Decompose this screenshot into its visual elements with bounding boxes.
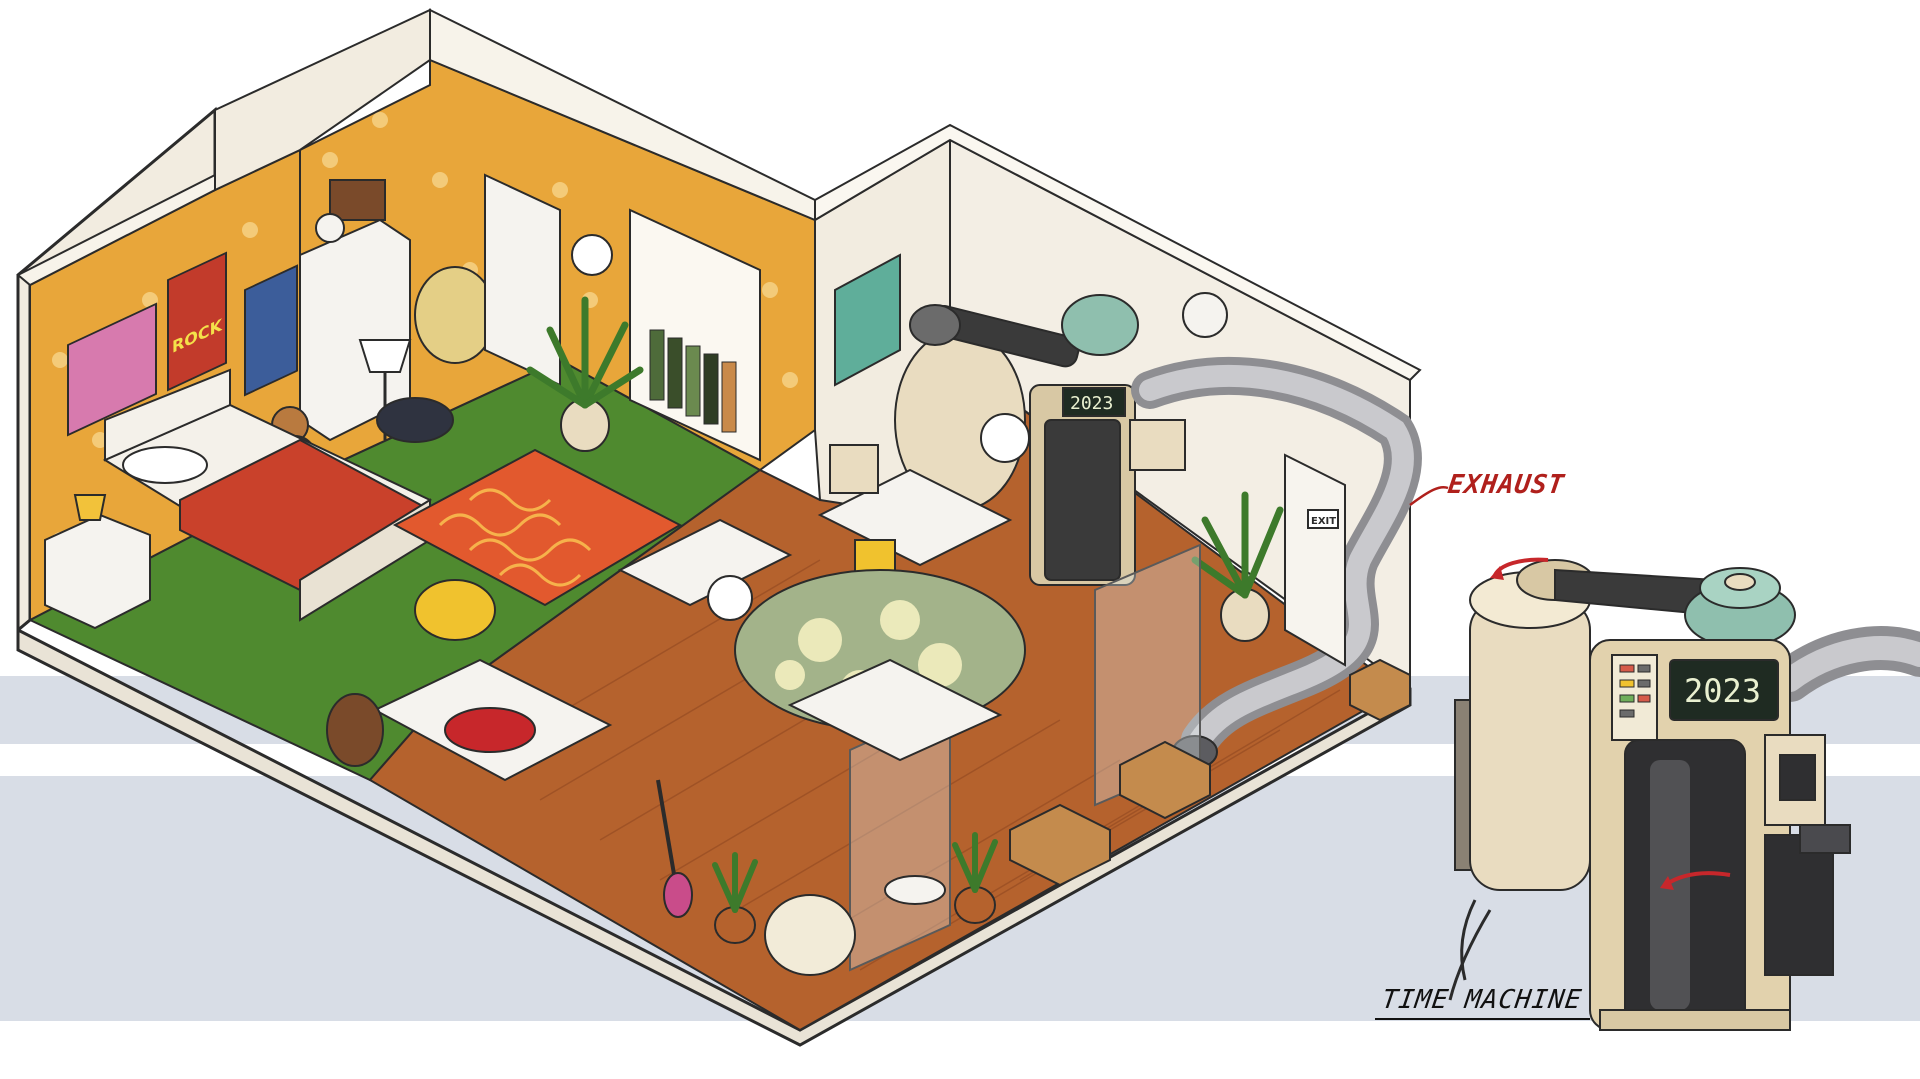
poster-pink	[67, 302, 157, 437]
bed	[102, 368, 433, 622]
time-machine-caption: TIME MACHINE	[1379, 985, 1584, 1015]
exhaust-annotation: EXHAUST	[1445, 470, 1567, 500]
rug-squiggles	[438, 488, 592, 587]
cardboard-box-2	[1119, 740, 1211, 820]
plant-icon	[712, 852, 758, 944]
exhaust-pipe-highlight	[1139, 364, 1414, 751]
wall-clock	[571, 234, 613, 276]
trash-basket	[326, 693, 384, 767]
svg-text:EXIT: EXIT	[1311, 516, 1336, 527]
room-year-display	[1062, 387, 1126, 417]
yellow-bean-bag	[414, 579, 496, 641]
tm-year-display	[1669, 659, 1779, 721]
pendant-lamp-left	[707, 575, 753, 621]
desk-left	[617, 518, 793, 607]
duffel-bag-black	[376, 397, 454, 443]
plant-icon	[952, 832, 998, 924]
orange-patterned-rug	[392, 448, 683, 607]
svg-text:2023: 2023	[1070, 393, 1113, 414]
side-table	[884, 875, 946, 905]
exit-sign	[1307, 509, 1339, 529]
teal-painting	[834, 253, 901, 387]
cardboard-box-1	[1009, 803, 1111, 887]
box-on-wardrobe	[329, 179, 386, 221]
room-time-machine: 2023	[894, 294, 1139, 586]
door	[484, 173, 561, 387]
wall-vent	[1182, 292, 1228, 338]
guitar-icon	[656, 779, 693, 918]
cardboard-box-3	[1349, 658, 1411, 722]
laundry-basket	[414, 266, 496, 364]
plant-icon	[526, 296, 644, 452]
poster-blue	[244, 264, 298, 397]
exit-door	[1284, 453, 1346, 667]
wall-rim-back	[214, 8, 431, 192]
front-desk	[787, 658, 1003, 762]
retro-computer	[829, 444, 879, 494]
time-machine-detail: 2023	[1448, 557, 1920, 1031]
exhaust-pointer-line	[1409, 486, 1449, 507]
right-room-wall-rim	[814, 123, 1422, 382]
svg-text:2023: 2023	[1684, 672, 1761, 710]
ball-icon	[315, 213, 345, 243]
cream-armchair	[764, 894, 856, 976]
pendant-lamp-right	[980, 413, 1030, 463]
red-sports-bag	[444, 707, 536, 753]
time-machine-caption-underline	[1375, 1018, 1590, 1020]
plant-icon	[1191, 491, 1284, 642]
hanging-clothes	[649, 329, 737, 433]
crt-monitor	[1129, 419, 1186, 471]
table-lamp	[73, 494, 107, 521]
poster-rock: ROCK	[167, 251, 227, 392]
